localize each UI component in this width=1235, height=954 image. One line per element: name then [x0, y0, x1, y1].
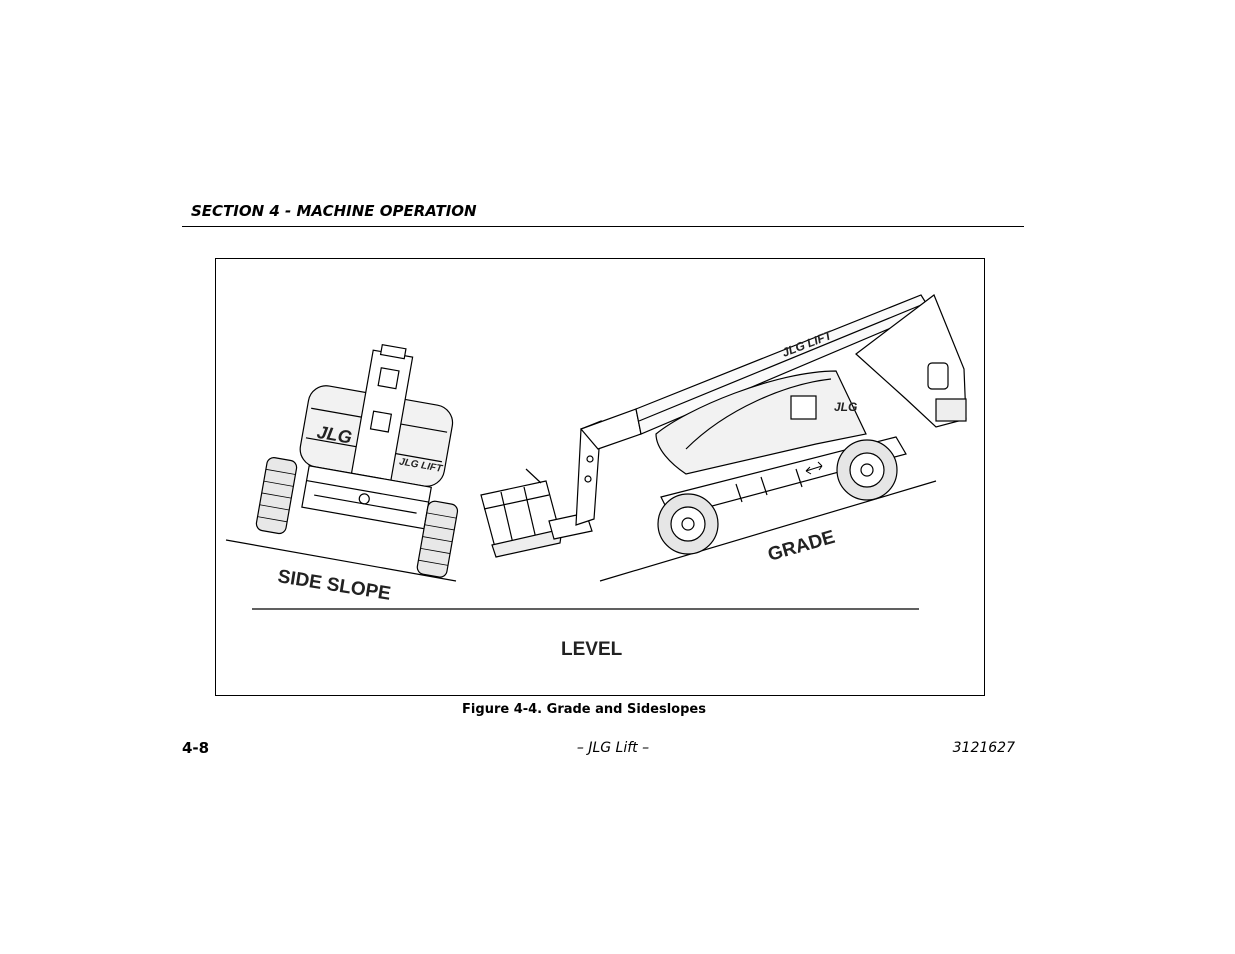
side-slope-ground-line [225, 539, 457, 582]
footer-title: – JLG Lift – [576, 740, 650, 756]
platform-basket [480, 468, 563, 558]
figure-frame: JLG JLG LIFT [215, 258, 985, 696]
grade-ground-line [599, 480, 937, 582]
grade-machine: JLG JLG LIFT [480, 294, 967, 582]
section-title: SECTION 4 - MACHINE OPERATION [191, 202, 477, 220]
grade-and-sideslopes-illustration: JLG JLG LIFT [225, 294, 967, 660]
page-number: 4-8 [182, 739, 210, 757]
document-number: 3121627 [952, 740, 1015, 756]
jlg-logo-side: JLG [834, 400, 857, 414]
grade-label: GRADE [766, 527, 838, 566]
figure-caption: Figure 4-4. Grade and Sideslopes [462, 702, 706, 717]
header-divider [182, 226, 1024, 227]
front-wheel [657, 493, 719, 555]
side-slope-label: SIDE SLOPE [276, 566, 392, 605]
level-label: LEVEL [561, 639, 623, 660]
rear-wheel [836, 439, 898, 501]
side-slope-machine: JLG JLG LIFT [225, 343, 459, 582]
